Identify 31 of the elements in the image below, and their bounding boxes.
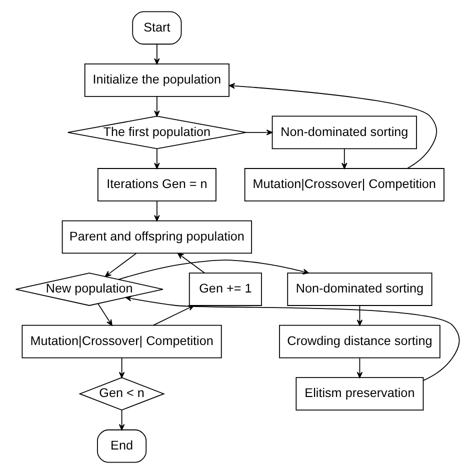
- arrow: [244, 130, 272, 136]
- arrow: [118, 357, 124, 378]
- node-box: Mutation|Crossover| Competition: [244, 168, 444, 202]
- node-diamond: The first population: [66, 116, 246, 150]
- arrow: [152, 305, 194, 326]
- node-box: Non-dominated sorting: [286, 272, 432, 306]
- node-diamond: New population: [14, 272, 163, 306]
- node-box: Elitism preservation: [295, 377, 424, 410]
- node-box: Non-dominated sorting: [271, 116, 416, 150]
- arrow: [124, 296, 460, 381]
- arrow: [154, 148, 160, 169]
- node-box: Initialize the population: [84, 64, 229, 97]
- arrow: [118, 260, 308, 280]
- arrow: [356, 305, 362, 326]
- node-box: Mutation|Crossover| Competition: [21, 324, 222, 358]
- arrow: [176, 252, 205, 274]
- arrow: [341, 148, 347, 169]
- arrow: [154, 200, 160, 222]
- arrow: [97, 303, 112, 326]
- arrow: [356, 357, 362, 378]
- node-box: Crowding distance sorting: [278, 324, 440, 358]
- node-box: Iterations Gen = n: [96, 168, 216, 202]
- arrow: [154, 44, 160, 64]
- node-box: End: [96, 429, 146, 463]
- node-box: Parent and offspring population: [61, 220, 252, 254]
- node-diamond: Gen < n: [78, 377, 164, 411]
- arrow: [154, 96, 160, 117]
- node-box: Start: [132, 11, 182, 45]
- node-box: Gen += 1: [188, 272, 262, 306]
- arrow: [118, 410, 124, 430]
- arrow: [104, 252, 136, 277]
